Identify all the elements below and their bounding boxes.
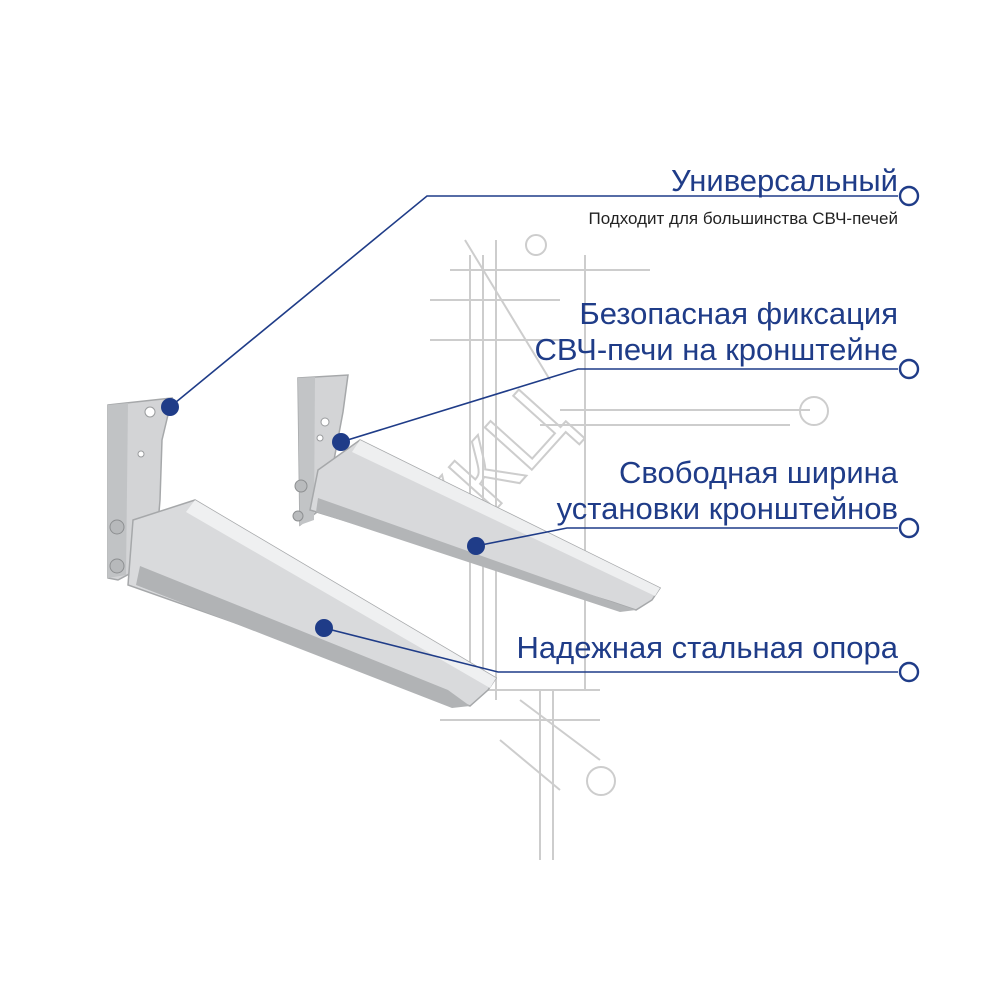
- dot-icon-universal: [161, 398, 179, 416]
- callout-dots: [161, 398, 485, 637]
- dot-icon-width: [467, 537, 485, 555]
- ring-icon-width: [898, 517, 920, 539]
- ring-icon-universal: [898, 185, 920, 207]
- feature-title-width-line1: Свободная ширина: [618, 455, 898, 490]
- callout-line-secure: [340, 368, 898, 443]
- feature-title-support: Надежная стальная опора: [516, 630, 898, 665]
- callout-lines: [169, 195, 898, 673]
- callout-line-universal: [169, 195, 898, 408]
- feature-title-universal: Универсальный: [670, 163, 898, 198]
- ring-icon-secure: [898, 358, 920, 380]
- dot-icon-support: [315, 619, 333, 637]
- front-bracket: [107, 397, 498, 708]
- callout-end-rings: [898, 185, 920, 683]
- ring-icon-support: [898, 661, 920, 683]
- feature-title-width-line2: установки кронштейнов: [556, 491, 898, 526]
- callout-line-support: [323, 627, 898, 673]
- feature-title-secure-line2: СВЧ-печи на кронштейне: [534, 332, 898, 367]
- feature-subtitle-universal: Подходит для большинства СВЧ-печей: [588, 209, 898, 228]
- callout-line-width: [475, 527, 898, 547]
- dot-icon-secure: [332, 433, 350, 451]
- feature-title-secure-line1: Безопасная фиксация: [579, 296, 898, 331]
